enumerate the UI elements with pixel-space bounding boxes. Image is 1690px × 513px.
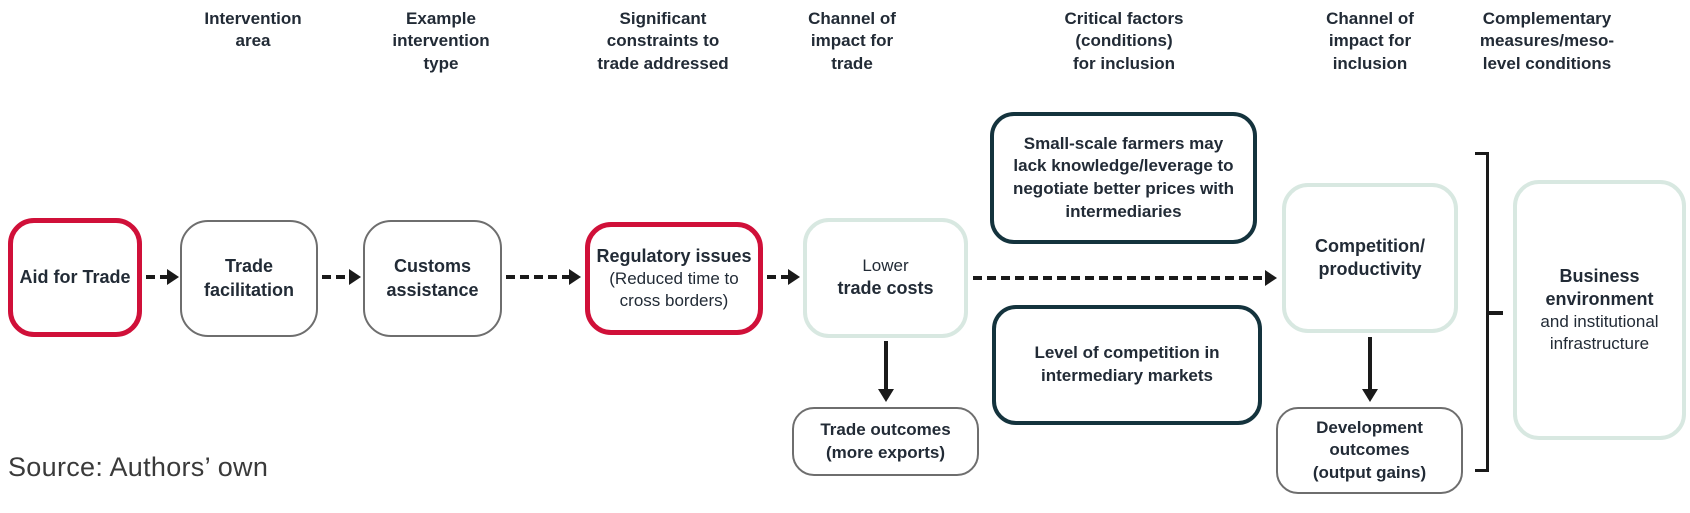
down-arrow-development-outcomes (1362, 337, 1377, 402)
box-development-outcomes: Development outcomes (output gains) (1276, 407, 1463, 494)
column-header-channel-impact-inclusion: Channel of impact for inclusion (1326, 9, 1414, 73)
column-header-intervention-area: Intervention area (204, 9, 302, 51)
box-farmers-constraint: Small-scale farmers may lack knowledge/l… (990, 112, 1257, 244)
box-customs-assistance-label: Customs assistance (386, 256, 479, 300)
box-business-environment-subtitle: and institutional infrastructure (1540, 312, 1659, 354)
column-header-critical-factors: Critical factors (conditions) for inclus… (1064, 9, 1184, 73)
box-customs-assistance: Customs assistance (363, 220, 502, 337)
dashed-arrow-1 (146, 269, 179, 285)
box-trade-facilitation-label: Trade facilitation (203, 256, 294, 300)
dashed-arrow-long (973, 270, 1277, 286)
box-lower-trade-costs-emphasis: trade costs (837, 278, 934, 299)
dashed-arrow-4 (767, 269, 800, 285)
column-header-complementary-measures: Complementary measures/meso- level condi… (1479, 9, 1615, 73)
box-aid-for-trade: Aid for Trade (8, 218, 142, 337)
box-regulatory-issues-subtitle: (Reduced time to cross borders) (609, 269, 739, 311)
box-trade-facilitation: Trade facilitation (180, 220, 318, 337)
bracket-vertical-line (1486, 152, 1489, 472)
box-aid-for-trade-label: Aid for Trade (19, 266, 131, 287)
box-business-environment: Business environment and institutional i… (1513, 180, 1686, 440)
box-trade-outcomes-label: Trade outcomes (more exports) (820, 419, 951, 462)
bracket-bottom-tick (1475, 469, 1489, 472)
box-regulatory-issues-title: Regulatory issues (596, 245, 752, 266)
box-competition-level-label: Level of competition in intermediary mar… (1034, 343, 1220, 385)
column-header-significant-constraints: Significant constraints to trade address… (597, 9, 729, 73)
column-header-example-intervention-type: Example intervention type (392, 9, 490, 73)
box-competition-level: Level of competition in intermediary mar… (992, 305, 1262, 425)
box-trade-outcomes: Trade outcomes (more exports) (792, 407, 979, 476)
source-note: Source: Authors’ own (8, 452, 269, 482)
down-arrow-trade-outcomes (878, 341, 893, 402)
dashed-arrow-3 (506, 269, 581, 285)
bracket-top-tick (1475, 152, 1489, 155)
bracket-middle-tick (1489, 311, 1503, 315)
box-competition-productivity: Competition/ productivity (1282, 183, 1458, 333)
box-lower-trade-costs: Lower trade costs (803, 218, 968, 338)
box-lower-trade-costs-prefix: Lower (862, 256, 909, 276)
box-competition-productivity-label: Competition/ productivity (1315, 235, 1425, 279)
column-header-channel-impact-trade: Channel of impact for trade (808, 9, 896, 73)
box-business-environment-title: Business environment (1545, 265, 1654, 309)
box-regulatory-issues: Regulatory issues (Reduced time to cross… (585, 222, 763, 335)
box-farmers-constraint-label: Small-scale farmers may lack knowledge/l… (1012, 133, 1235, 221)
dashed-arrow-2 (322, 269, 361, 285)
box-development-outcomes-label: Development outcomes (output gains) (1312, 417, 1427, 482)
